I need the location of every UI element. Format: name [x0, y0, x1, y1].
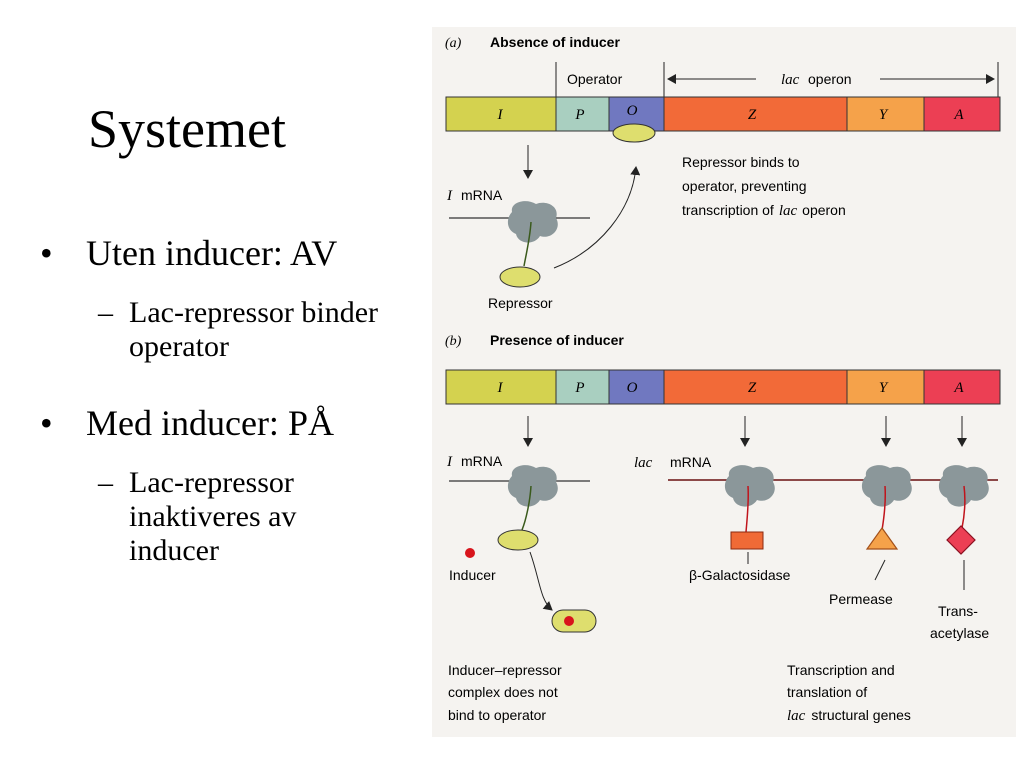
panel-a-letter: (a) — [445, 36, 462, 51]
lac-operon-figure: (a) Absence of inducer Operator lac oper… — [432, 27, 1016, 737]
bound-repressor — [612, 123, 656, 143]
gene-segment-Y — [846, 96, 925, 132]
gene-segment-A — [923, 369, 1001, 405]
operator-label: Operator — [567, 71, 623, 87]
polypeptide-chain — [961, 485, 966, 529]
lac-mrna-italic: lac — [634, 455, 653, 471]
galactosidase-label: β-Galactosidase — [689, 567, 791, 583]
gene-segment-Z — [663, 369, 848, 405]
inducer-label: Inducer — [449, 567, 496, 583]
sub-bullet-marker: – — [98, 296, 113, 329]
operon-label-italic: lac — [781, 72, 800, 88]
gene-segment-P — [555, 96, 610, 132]
lac-operon-diagram: (a) Absence of inducer Operator lac oper… — [445, 34, 1001, 724]
bound-inducer-icon — [564, 616, 574, 626]
gene-label-I: I — [497, 107, 504, 123]
bullet-marker: • — [40, 233, 53, 273]
gene-label-A: A — [953, 107, 964, 123]
ribosome-icon — [724, 465, 775, 507]
beta-galactosidase-icon — [730, 531, 764, 550]
gene-label-P: P — [574, 380, 584, 396]
repressor-binding-arrow — [553, 166, 641, 269]
permease-icon — [865, 526, 899, 550]
panel-b-right-caption-1: Transcription and — [787, 662, 895, 678]
panel-b-heading: Presence of inducer — [490, 332, 624, 348]
panel-b-left-caption-2: complex does not — [448, 684, 558, 700]
inducer-molecule-icon — [465, 548, 475, 558]
gene-label-I: I — [497, 380, 504, 396]
repressor-protein — [497, 529, 539, 551]
gene-segment-O — [608, 369, 665, 405]
bullet-text: Uten inducer: AV — [86, 233, 338, 273]
sub-bullet-text: Lac-repressor binder operator — [129, 296, 379, 363]
panel-a-caption-line-2: operator, preventing — [682, 178, 807, 194]
panel-b-left-caption-3: bind to operator — [448, 707, 546, 723]
bullet-text: Med inducer: PÅ — [86, 403, 334, 443]
gene-segment-I — [445, 369, 557, 405]
sub-bullet-marker: – — [98, 466, 113, 499]
repressor-label: Repressor — [488, 295, 553, 311]
operon-label: operon — [808, 71, 852, 87]
ribosome-icon — [938, 465, 989, 507]
transacetylase-label-1: Trans- — [938, 603, 978, 619]
ribosome-icon — [507, 201, 558, 243]
gene-label-Z: Z — [748, 380, 757, 396]
panel-a-heading: Absence of inducer — [490, 34, 620, 50]
gene-bar-a: I P O Z Y A — [445, 96, 1001, 132]
panel-b-left-caption-1: Inducer–repressor — [448, 662, 562, 678]
panel-b-letter: (b) — [445, 334, 462, 349]
gene-segment-Y — [846, 369, 925, 405]
gene-label-Z: Z — [748, 107, 757, 123]
polypeptide-chain — [881, 485, 886, 531]
panel-a-caption-line-1: Repressor binds to — [682, 154, 800, 170]
permease-label: Permease — [829, 591, 893, 607]
complex-formation-arrow — [529, 551, 553, 611]
polypeptide-chain — [523, 221, 532, 267]
gene-segment-Z — [663, 96, 848, 132]
gene-segment-P — [555, 369, 610, 405]
gene-label-Y: Y — [879, 380, 889, 396]
gene-label-O: O — [627, 380, 638, 396]
repressor-protein — [499, 266, 541, 288]
permease-leader — [874, 559, 886, 581]
lac-mrna-label: mRNA — [670, 454, 712, 470]
transacetylase-label-2: acetylase — [930, 625, 989, 641]
i-mrna-label: mRNA — [461, 453, 503, 469]
polypeptide-chain — [745, 485, 749, 533]
gene-label-P: P — [574, 107, 584, 123]
gene-segment-I — [445, 96, 557, 132]
gene-label-A: A — [953, 380, 964, 396]
ribosome-icon — [861, 465, 912, 507]
i-mrna-italic: I — [446, 188, 453, 204]
slide-title: Systemet — [88, 99, 286, 159]
gene-segment-A — [923, 96, 1001, 132]
i-mrna-italic: I — [446, 454, 453, 470]
gene-label-O: O — [627, 103, 638, 119]
panel-b-right-caption-2: translation of — [787, 684, 867, 700]
bullet-marker: • — [40, 403, 53, 443]
polypeptide-chain — [521, 485, 532, 531]
gene-bar-b: I P O Z Y A — [445, 369, 1001, 405]
gene-label-Y: Y — [879, 107, 889, 123]
ribosome-icon — [507, 465, 558, 507]
transacetylase-icon — [946, 525, 976, 555]
sub-bullet-text: Lac-repressor inaktiveres av inducer — [129, 466, 297, 567]
i-mrna-label: mRNA — [461, 187, 503, 203]
